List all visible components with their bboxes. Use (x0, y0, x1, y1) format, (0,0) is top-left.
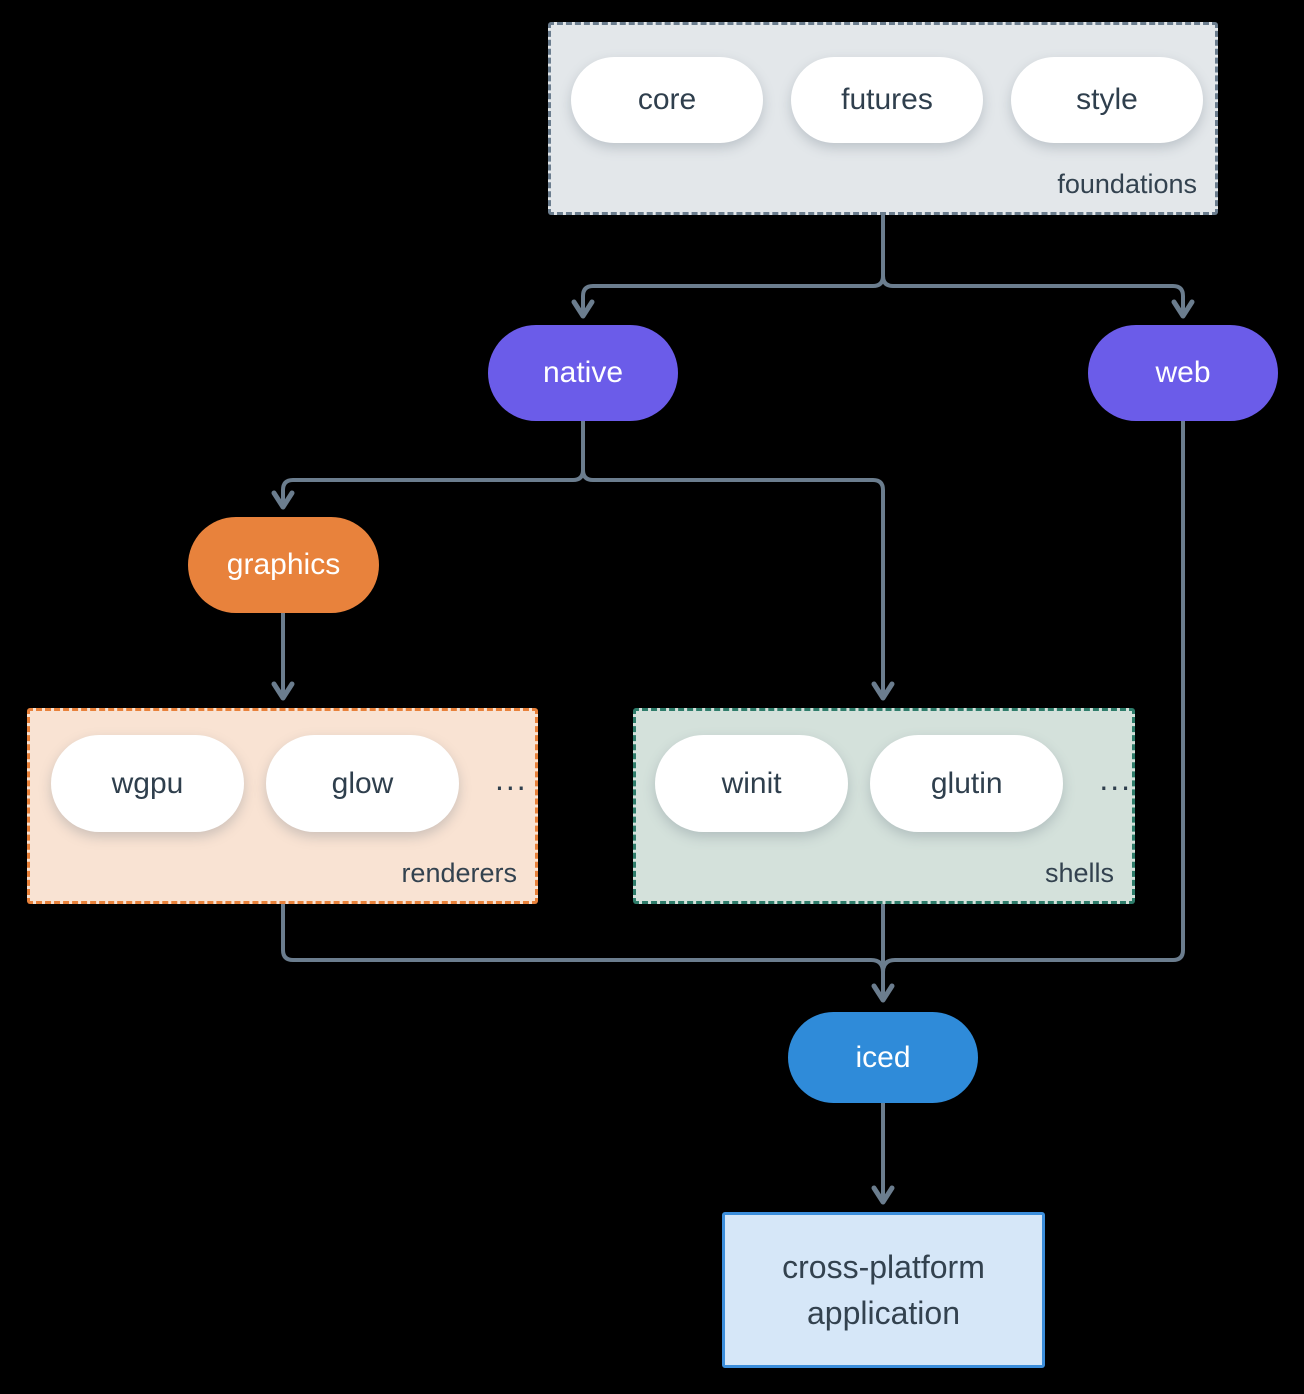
node-cross-platform-application: cross-platform application (722, 1212, 1045, 1368)
node-native: native (488, 325, 678, 421)
edge-foundations-web (881, 213, 1195, 319)
group-shells-label: shells (1044, 858, 1114, 888)
node-style: style (1011, 57, 1203, 143)
group-foundations: core futures style foundations (548, 22, 1218, 215)
node-glow: glow (266, 735, 459, 832)
renderers-ellipsis: ... (495, 761, 528, 797)
node-winit: winit (655, 735, 849, 832)
node-futures: futures (791, 57, 983, 143)
node-glutin: glutin (870, 735, 1064, 832)
foundations-pill-row: core futures style (551, 25, 1215, 143)
group-renderers: wgpu glow ... renderers (27, 708, 538, 904)
node-iced: iced (788, 1012, 978, 1103)
node-web: web (1088, 325, 1278, 421)
group-shells: winit glutin ... shells (633, 708, 1135, 904)
edge-native-shells (581, 419, 895, 701)
shells-ellipsis: ... (1099, 761, 1132, 797)
shells-pill-row: winit glutin ... (636, 711, 1132, 832)
node-core: core (571, 57, 763, 143)
renderers-pill-row: wgpu glow ... (30, 711, 535, 832)
edge-native-graphics (271, 419, 585, 510)
node-wgpu: wgpu (51, 735, 244, 832)
group-renderers-label: renderers (401, 858, 517, 888)
edge-foundations-native (571, 213, 885, 319)
edge-renderers-merge (281, 902, 885, 974)
group-foundations-label: foundations (1057, 169, 1197, 199)
node-graphics: graphics (188, 517, 379, 613)
